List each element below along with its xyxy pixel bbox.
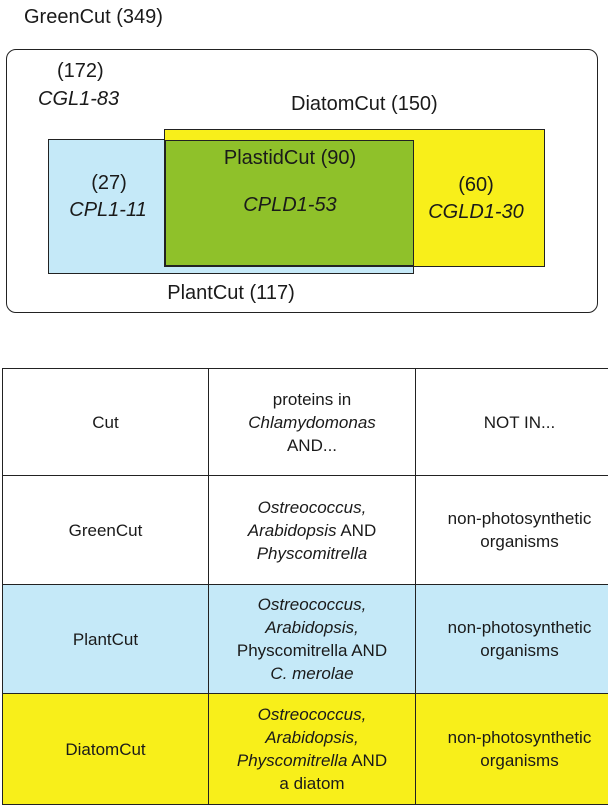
header-not-in: NOT IN... [415,368,608,476]
diatomcut-genes: CGLD1-30 [428,201,524,223]
table-row: DiatomCut Ostreococcus, Arabidopsis, Phy… [2,693,608,805]
plantcut-count: (27) [91,172,127,194]
greencut-count: (172) [57,60,104,82]
table-row: GreenCut Ostreococcus, Arabidopsis AND P… [2,475,608,585]
table-header-row: Cut proteins in Chlamydomonas AND... NOT… [2,368,608,476]
cell-proteins: Ostreococcus, Arabidopsis AND Physcomitr… [208,475,416,585]
table-row: PlantCut Ostreococcus, Arabidopsis, Phys… [2,584,608,694]
greencut-title: GreenCut (349) [24,6,163,28]
greencut-genes: CGL1-83 [38,88,120,110]
cut-definitions-table: Cut proteins in Chlamydomonas AND... NOT… [2,368,608,805]
cell-cut: PlantCut [2,584,209,694]
cell-cut: GreenCut [2,475,209,585]
cell-proteins: Ostreococcus, Arabidopsis, Physcomitrell… [208,693,416,805]
cell-proteins: Ostreococcus, Arabidopsis, Physcomitrell… [208,584,416,694]
diatomcut-label: DiatomCut (150) [291,93,438,115]
plastidcut-region [165,140,414,266]
plantcut-label: PlantCut (117) [167,282,295,304]
cell-not-in: non-photosynthetic organisms [415,584,608,694]
plastidcut-label: PlastidCut (90) [223,147,357,169]
cell-not-in: non-photosynthetic organisms [415,693,608,805]
cell-not-in: non-photosynthetic organisms [415,475,608,585]
header-proteins: proteins in Chlamydomonas AND... [208,368,416,476]
greencut-box [6,49,598,313]
cell-cut: DiatomCut [2,693,209,805]
diatomcut-count: (60) [458,174,494,196]
plantcut-genes: CPL1-11 [69,199,147,221]
plastidcut-genes: CPLD1-53 [243,194,337,216]
header-cut: Cut [2,368,209,476]
